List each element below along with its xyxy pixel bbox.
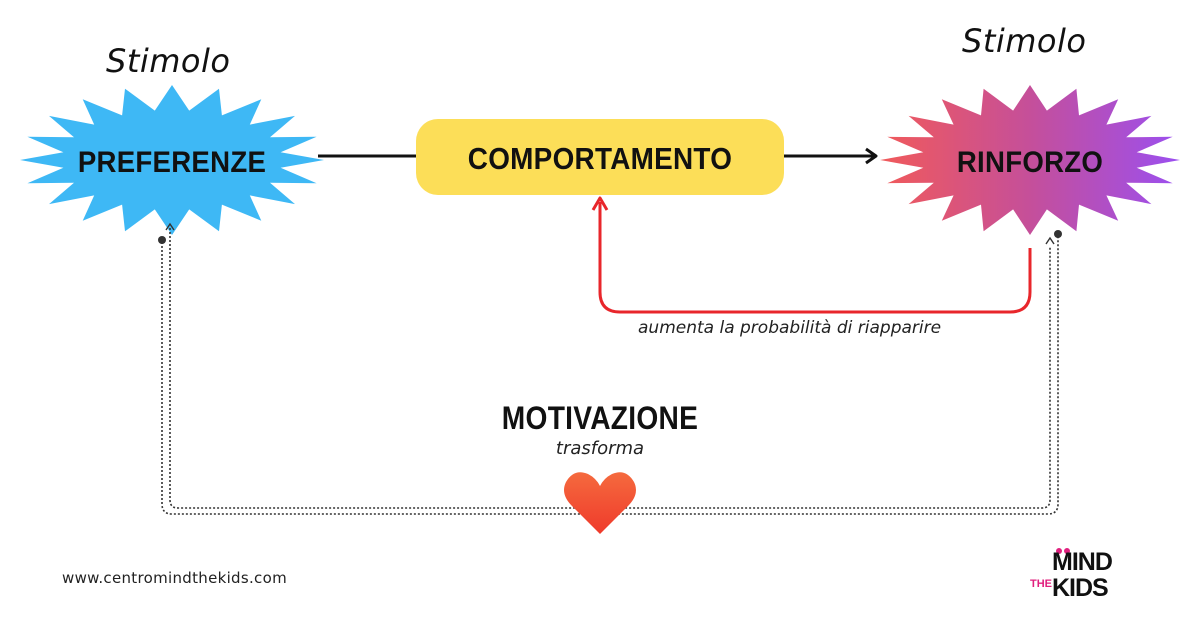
website-link[interactable]: www.centromindthekids.com (62, 569, 287, 587)
feedback-arrow (598, 202, 1032, 314)
arrowhead-rinforzo (865, 147, 878, 165)
loop-endpoint-right (1054, 230, 1062, 238)
motivation-loop-inner (169, 228, 1051, 509)
rinforzo-label: RINFORZO (956, 146, 1104, 179)
loop-arrowhead-right (1045, 236, 1055, 245)
stimolo-label-left: Stimolo (106, 42, 231, 80)
feedback-annotation: aumenta la probabilità di riapparire (638, 318, 942, 338)
loop-arrowhead-left (165, 222, 175, 231)
heart-icon (564, 472, 636, 534)
logo-kids-text: KIDS (1052, 574, 1109, 602)
comportamento-label: COMPORTAMENTO (467, 141, 733, 176)
preferenze-label: PREFERENZE (77, 146, 267, 179)
logo-dot (1056, 548, 1062, 554)
transform-annotation: trasforma (555, 438, 645, 459)
logo-mind-text: MIND (1052, 548, 1113, 576)
logo-dot (1064, 548, 1070, 554)
loop-endpoint-left (158, 236, 166, 244)
comportamento-box (416, 119, 784, 195)
rinforzo-starburst (880, 85, 1180, 235)
preferenze-starburst (20, 85, 324, 235)
stimolo-label-right: Stimolo (962, 22, 1087, 60)
feedback-arrowhead (591, 196, 609, 211)
mind-the-kids-logo: MIND THE KIDS (1030, 548, 1130, 608)
motivation-loop-outer (161, 236, 1059, 515)
motivazione-label: MOTIVAZIONE (501, 400, 699, 436)
logo-the-text: THE (1030, 578, 1052, 590)
